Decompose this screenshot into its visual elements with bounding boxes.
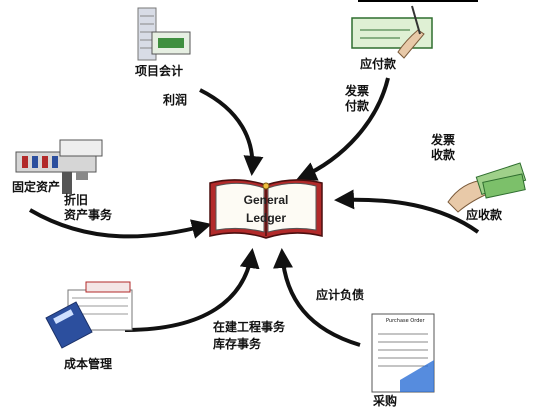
label-invoice-receipt-2: 收款	[431, 148, 456, 162]
label-invoice-payment-1: 发票	[345, 84, 370, 98]
label-construction: 在建工程事务	[213, 320, 286, 334]
label-cost-management: 成本管理	[64, 357, 113, 371]
label-project-accounting: 项目会计	[135, 64, 184, 78]
label-accounts-receivable: 应收款	[466, 208, 503, 222]
label-accrued-liabilities: 应计负债	[316, 288, 365, 302]
label-invoice-payment-2: 付款	[345, 99, 370, 113]
arrow-payable-to-ledger	[296, 77, 390, 181]
label-purchasing: 采购	[373, 394, 398, 408]
label-profit: 利润	[163, 93, 188, 107]
arrow-cost-to-ledger	[124, 248, 260, 332]
arrow-receivable-to-ledger	[334, 189, 480, 234]
label-invoice-receipt-1: 发票	[431, 133, 456, 147]
purchase-order-form-icon	[371, 313, 435, 393]
label-accounts-payable: 应付款	[360, 57, 397, 71]
check-with-pen-icon	[351, 5, 433, 59]
top-edge-line	[358, 0, 478, 2]
ledger-title-line1: General	[243, 193, 289, 207]
arrow-purchasing-to-ledger	[273, 248, 361, 347]
ledger-title-line2: Ledger	[245, 211, 286, 225]
label-purchase-order-form: Purchase Order	[386, 318, 425, 324]
money-hand-icon	[447, 162, 527, 213]
arrow-fixedassets-to-ledger	[28, 208, 212, 239]
label-fixed-assets: 固定资产	[12, 180, 61, 194]
general-ledger-book-icon	[209, 179, 323, 239]
label-inventory: 库存事务	[213, 337, 262, 351]
label-depreciation-1: 折旧	[64, 193, 89, 207]
project-accounting-icon	[137, 7, 191, 61]
cost-management-calculator-icon	[45, 281, 133, 349]
fixed-assets-factory-icon	[15, 139, 103, 194]
label-depreciation-2: 资产事务	[64, 208, 113, 222]
arrow-project-to-ledger	[199, 88, 264, 176]
